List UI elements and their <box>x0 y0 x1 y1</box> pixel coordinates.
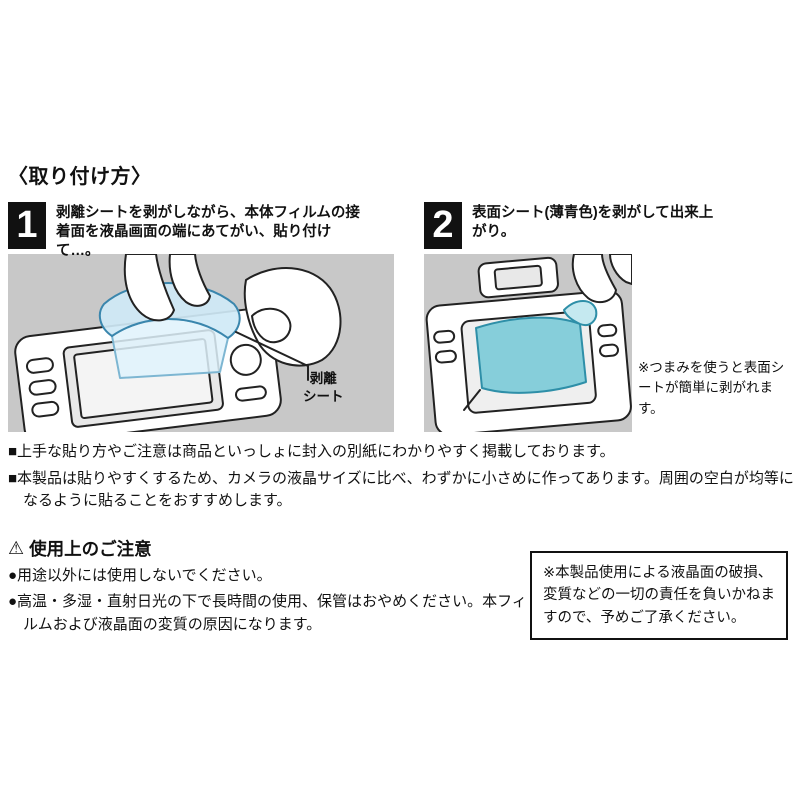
step-panel-1: 1 剥離シートを剥がしながら、本体フィルムの接着面を液晶画面の端にあてがい、貼り… <box>8 202 394 432</box>
page-title: 〈取り付け方〉 <box>8 166 152 188</box>
camera-film-hands-illustration-icon <box>14 254 342 432</box>
step-text-1: 剥離シートを剥がしながら、本体フィルムの接着面を液晶画面の端にあてがい、貼り付け… <box>56 205 360 259</box>
camera-surface-sheet-illustration-icon <box>425 254 632 432</box>
warning-icon: ⚠ <box>8 538 25 558</box>
caution-item-2: ●高温・多湿・直射日光の下で長時間の使用、保管はおやめください。本フィルムおよび… <box>8 593 527 633</box>
step1-illustration-area: 剥離 シート <box>8 254 394 432</box>
step-number-1: 1 <box>8 202 46 249</box>
disclaimer-box: ※本製品使用による液晶面の破損、変質などの一切の責任を負いかねますので、予めご了… <box>530 551 788 641</box>
caution-item-1: ●用途以外には使用しないでください。 <box>8 567 272 584</box>
step2-illustration-area: 表面シート (薄青色) <box>424 254 632 432</box>
pinch-tab-note: ※つまみを使うと表面シートが簡単に剥がれます。 <box>638 360 785 416</box>
note-paragraph-2: ■本製品は貼りやすくするため、カメラの液晶サイズに比べ、わずかに小さめに作ってあ… <box>8 470 794 509</box>
peel-sheet-callout: 剥離 シート <box>303 371 344 404</box>
note-paragraph-1: ■上手な貼り方やご注意は商品といっしょに封入の別紙にわかりやすく掲載しております… <box>8 443 615 460</box>
step-text-2: 表面シート(薄青色)を剥がして出来上がり。 <box>472 205 714 240</box>
step-number-2: 2 <box>424 202 462 249</box>
caution-heading-text: 使用上のご注意 <box>29 539 152 559</box>
step-panel-2: 2 表面シート(薄青色)を剥がして出来上がり。 <box>424 202 792 432</box>
caution-heading: ⚠ 使用上のご注意 <box>8 536 152 561</box>
